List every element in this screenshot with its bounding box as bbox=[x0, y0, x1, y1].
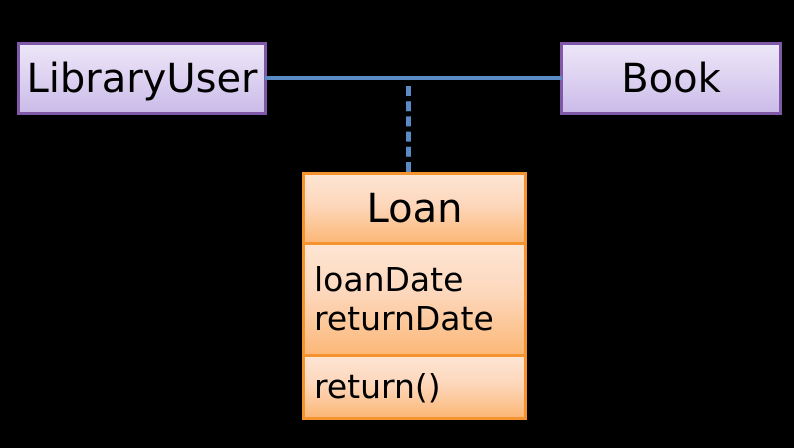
association-line-libraryuser-book[interactable] bbox=[265, 76, 562, 80]
attribute-return-date: returnDate bbox=[314, 298, 494, 338]
class-name-loan: Loan bbox=[366, 185, 463, 232]
class-box-loan[interactable]: Loan loanDate returnDate return() bbox=[302, 172, 527, 420]
operation-return: return() bbox=[314, 366, 441, 406]
class-name-compartment-loan: Loan bbox=[305, 175, 524, 242]
operations-compartment-loan: return() bbox=[305, 354, 524, 417]
class-box-book[interactable]: Book bbox=[560, 42, 782, 115]
class-box-libraryuser[interactable]: LibraryUser bbox=[17, 42, 267, 115]
attribute-loan-date: loanDate bbox=[314, 259, 464, 299]
association-class-dashed-link[interactable] bbox=[406, 86, 411, 172]
class-name-book: Book bbox=[621, 55, 721, 102]
class-name-libraryuser: LibraryUser bbox=[26, 55, 258, 102]
attributes-compartment-loan: loanDate returnDate bbox=[305, 242, 524, 354]
